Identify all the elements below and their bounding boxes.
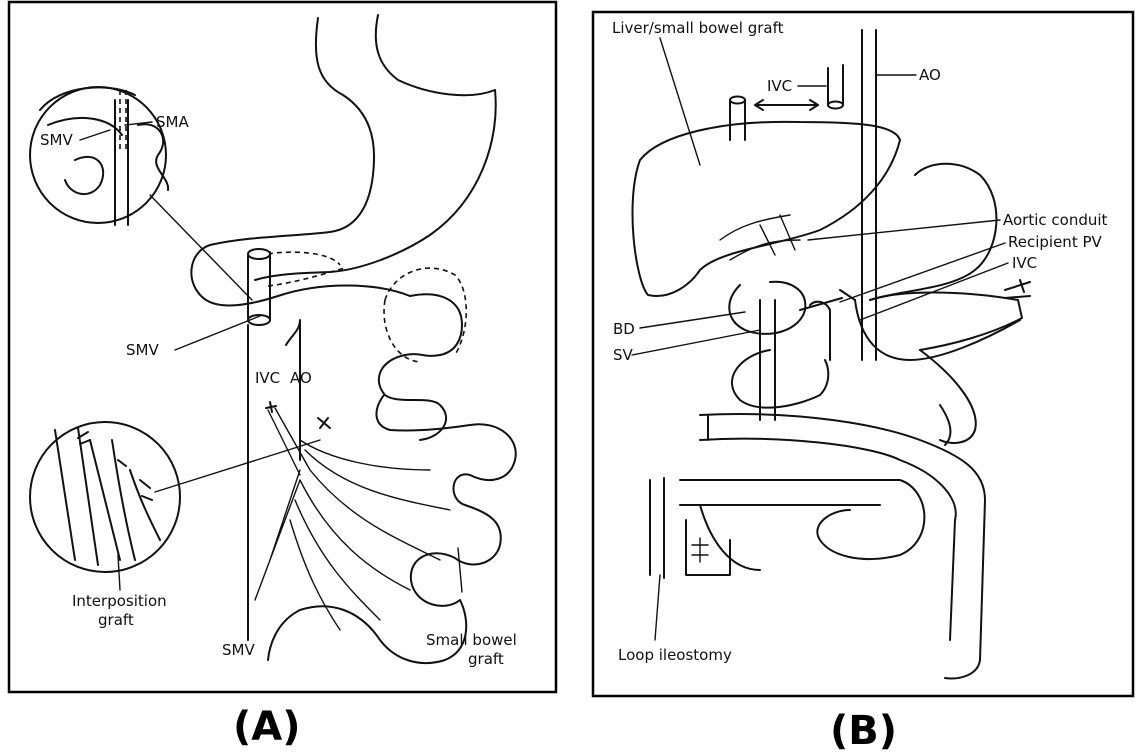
caption-b: (B) (830, 708, 897, 754)
pancreas-b (870, 293, 1022, 351)
label-ao: AO (290, 369, 312, 387)
label-recipient-pv: Recipient PV (1008, 233, 1103, 251)
inset-top-pointer (150, 195, 252, 300)
lower-bowel-right (920, 350, 976, 445)
ivc-arrow (755, 100, 818, 110)
smv-cylinder (248, 252, 270, 320)
label-loop-ileostomy: Loop ileostomy (618, 646, 732, 664)
label-interposition: Interposition (72, 592, 167, 610)
stomach-drawing (191, 15, 495, 306)
label-smv-bottom: SMV (222, 641, 255, 659)
ivc-right-leader (860, 263, 1008, 320)
spleen-vessels (1005, 280, 1030, 298)
ileostomy-sutures (692, 538, 708, 562)
label-ivc-top: IVC (767, 77, 792, 95)
loop-ileostomy-leader (655, 575, 660, 640)
colon (700, 414, 985, 678)
label-small-bowel: Small bowel (426, 631, 517, 649)
graft-dashed-outline (268, 252, 466, 362)
small-bowel-leader (458, 548, 462, 592)
label-graft: Liver/small bowel graft (612, 19, 784, 37)
ileostomy-stoma (650, 478, 730, 578)
label-sma: SMA (156, 113, 189, 131)
inset-circle-top (30, 87, 166, 223)
graft-leader (660, 38, 700, 165)
liver-drawing (632, 122, 900, 296)
small-bowel-b (680, 480, 924, 570)
label-smv-mid: SMV (126, 341, 159, 359)
label-ivc: IVC (255, 369, 280, 387)
panel-a: SMA SMV SMV IVC AO Interposition graft S… (9, 2, 556, 750)
label-smv-inset: SMV (40, 131, 73, 149)
mesentery-lines (255, 408, 450, 630)
label-ivc-right: IVC (1012, 254, 1037, 272)
ivc-top-stub (730, 100, 745, 140)
label-small-bowel-graft: graft (468, 650, 504, 668)
label-bd: BD (613, 320, 635, 338)
label-aortic-conduit: Aortic conduit (1003, 211, 1108, 229)
ivc-top-stub-end (730, 97, 745, 104)
panel-b: Liver/small bowel graft IVC AO Aortic co… (593, 12, 1133, 754)
aortic-conduit-leader (808, 220, 1000, 240)
caption-a: (A) (233, 704, 301, 750)
ivc-recipient-stub-end (828, 102, 843, 109)
portal-anastomosis (729, 282, 855, 420)
label-sv: SV (613, 346, 634, 364)
sv-leader (632, 330, 760, 355)
duodenum-loop-b (732, 350, 828, 408)
bd-leader (640, 312, 745, 328)
smv-cylinder-top (248, 249, 270, 259)
duodenum-drawing (405, 294, 462, 356)
label-ao-b: AO (919, 66, 941, 84)
ivc-recipient-stub (828, 65, 843, 105)
bowel-coils (268, 355, 516, 663)
label-interposition-graft: graft (98, 611, 134, 629)
